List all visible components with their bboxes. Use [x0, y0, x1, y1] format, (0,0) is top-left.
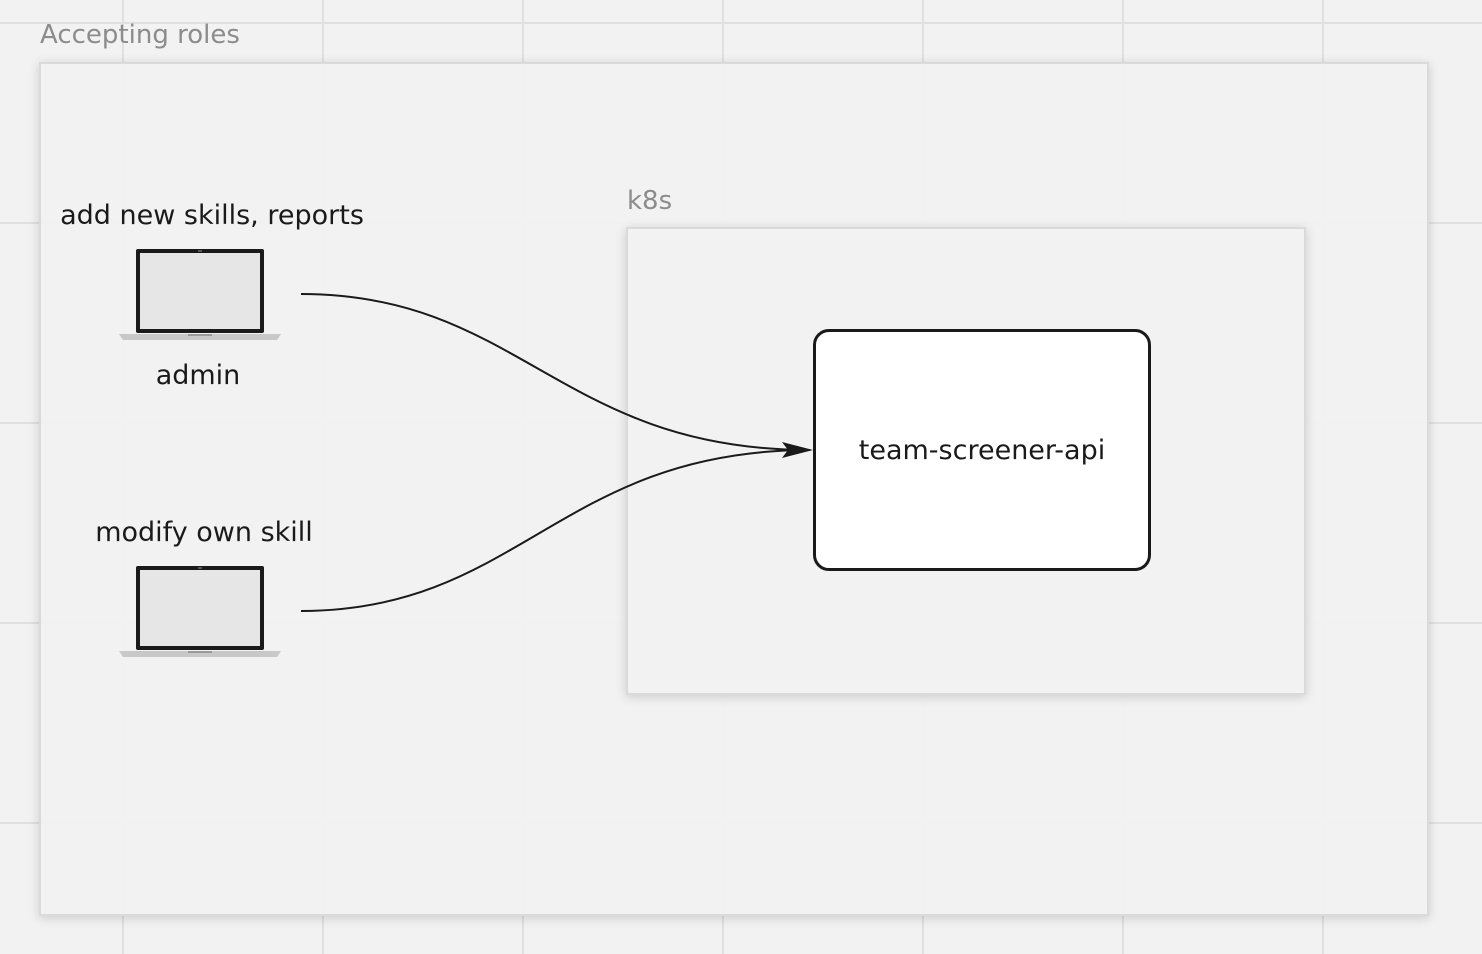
client2-top-label[interactable]: modify own skill	[95, 517, 313, 548]
laptop-icon	[119, 566, 281, 657]
admin-laptop[interactable]	[118, 246, 282, 342]
inner-frame-title[interactable]: k8s	[627, 186, 673, 216]
admin-top-label[interactable]: add new skills, reports	[60, 200, 364, 231]
laptop-icon	[119, 249, 281, 340]
client2-laptop[interactable]	[118, 563, 282, 659]
team-screener-api-box[interactable]: team-screener-api	[813, 329, 1151, 571]
service-label: team-screener-api	[858, 434, 1106, 466]
admin-bottom-label[interactable]: admin	[155, 360, 241, 391]
outer-frame-title[interactable]: Accepting roles	[40, 20, 240, 50]
